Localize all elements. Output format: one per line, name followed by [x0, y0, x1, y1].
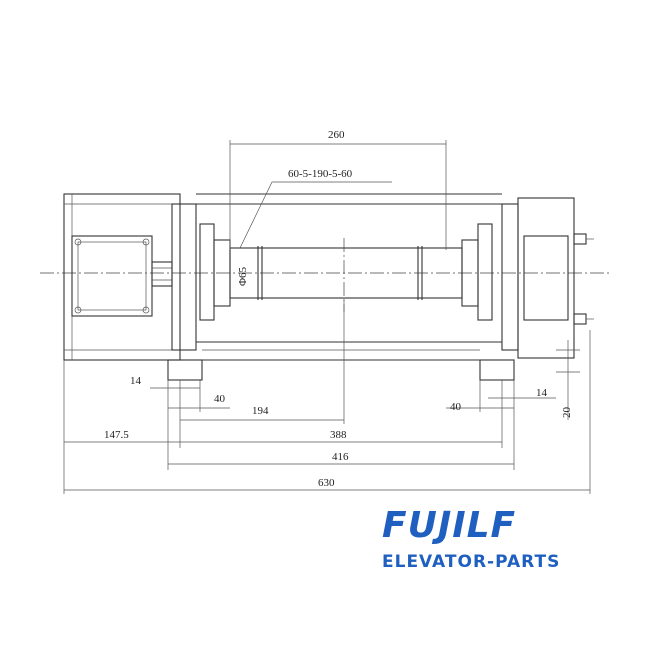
dim-147-5: 147.5	[104, 429, 129, 441]
rope-spec-label: 60-5-190-5-60	[288, 168, 353, 180]
drum	[199, 223, 493, 321]
frame	[167, 193, 515, 381]
overall-dimensions: 147.5 388 416 630	[63, 330, 591, 494]
dim-630: 630	[318, 477, 335, 489]
bottom-right-dimensions: 40 14 20	[446, 340, 580, 470]
dim-260-label: 260	[328, 129, 345, 141]
dim-left-40: 40	[214, 393, 226, 405]
dim-left-14: 14	[130, 375, 142, 387]
dim-right-40: 40	[450, 401, 462, 413]
rope-spec-leader: 60-5-190-5-60 Φ65	[237, 168, 392, 286]
brand-tagline: ELEVATOR-PARTS	[382, 552, 561, 572]
dimension-260: 260	[229, 129, 447, 250]
bottom-left-dimensions: 14 40 194	[130, 300, 345, 470]
dim-right-20: 20	[561, 407, 573, 419]
dim-194: 194	[252, 405, 269, 417]
fujilf-logo: FUJILF	[382, 505, 517, 546]
diameter-label: Φ65	[237, 266, 249, 286]
brake-housing	[501, 197, 594, 359]
dim-right-14: 14	[536, 387, 548, 399]
dim-388: 388	[330, 429, 347, 441]
motor-block	[63, 193, 197, 361]
dim-416: 416	[332, 451, 349, 463]
